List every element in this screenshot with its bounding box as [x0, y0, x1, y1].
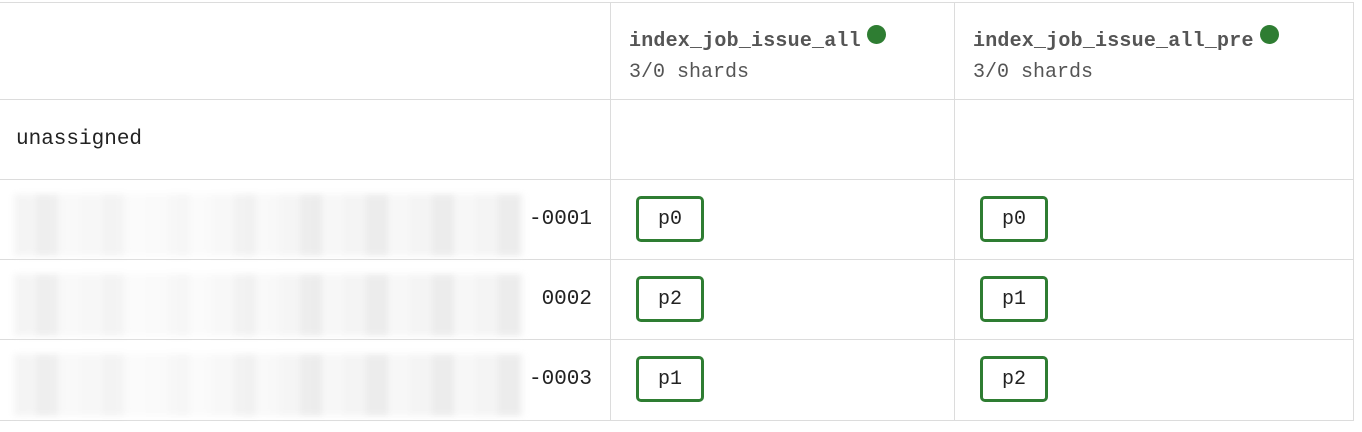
health-status-icon [866, 25, 886, 44]
shard-cell: p1 [954, 260, 1354, 339]
unassigned-shard-cell [610, 100, 954, 179]
header-empty-cell [0, 3, 610, 99]
primary-shard-badge[interactable]: p1 [980, 276, 1048, 322]
unassigned-row: unassigned [0, 100, 1354, 180]
node-row: -0001 p0 p0 [0, 180, 1354, 260]
node-name[interactable]: -0001 [528, 208, 592, 231]
node-cell[interactable]: 0002 [0, 260, 610, 339]
node-cell[interactable]: -0001 [0, 180, 610, 259]
primary-shard-badge[interactable]: p0 [636, 196, 704, 242]
index-header-row: index_job_issue_all 3/0 shards index_job… [0, 2, 1354, 100]
shard-cell: p0 [954, 180, 1354, 259]
index-shard-count: 3/0 shards [973, 61, 1094, 84]
index-name-wrap[interactable]: index_job_issue_all_pre [973, 25, 1279, 53]
index-header-cell[interactable]: index_job_issue_all_pre 3/0 shards [954, 3, 1354, 99]
node-row: -0003 p1 p2 [0, 340, 1354, 421]
index-header-cell[interactable]: index_job_issue_all 3/0 shards [610, 3, 954, 99]
shard-cell: p1 [610, 340, 954, 420]
primary-shard-badge[interactable]: p2 [980, 356, 1048, 402]
health-status-icon [1259, 25, 1279, 44]
primary-shard-badge[interactable]: p1 [636, 356, 704, 402]
unassigned-cell: unassigned [0, 100, 610, 179]
index-name-wrap[interactable]: index_job_issue_all [629, 25, 886, 53]
index-name[interactable]: index_job_issue_all_pre [973, 30, 1254, 53]
primary-shard-badge[interactable]: p2 [636, 276, 704, 322]
unassigned-label: unassigned [16, 128, 143, 151]
index-shard-count: 3/0 shards [629, 61, 750, 84]
redacted-node-name [14, 274, 524, 336]
primary-shard-badge[interactable]: p0 [980, 196, 1048, 242]
shard-cell: p0 [610, 180, 954, 259]
unassigned-shard-cell [954, 100, 1354, 179]
node-name[interactable]: -0003 [528, 368, 592, 391]
redacted-node-name [14, 194, 524, 256]
index-name[interactable]: index_job_issue_all [629, 30, 861, 53]
node-row: 0002 p2 p1 [0, 260, 1354, 340]
node-cell[interactable]: -0003 [0, 340, 610, 420]
redacted-node-name [14, 354, 524, 416]
node-name[interactable]: 0002 [541, 288, 592, 311]
shard-cell: p2 [610, 260, 954, 339]
shard-cell: p2 [954, 340, 1354, 420]
